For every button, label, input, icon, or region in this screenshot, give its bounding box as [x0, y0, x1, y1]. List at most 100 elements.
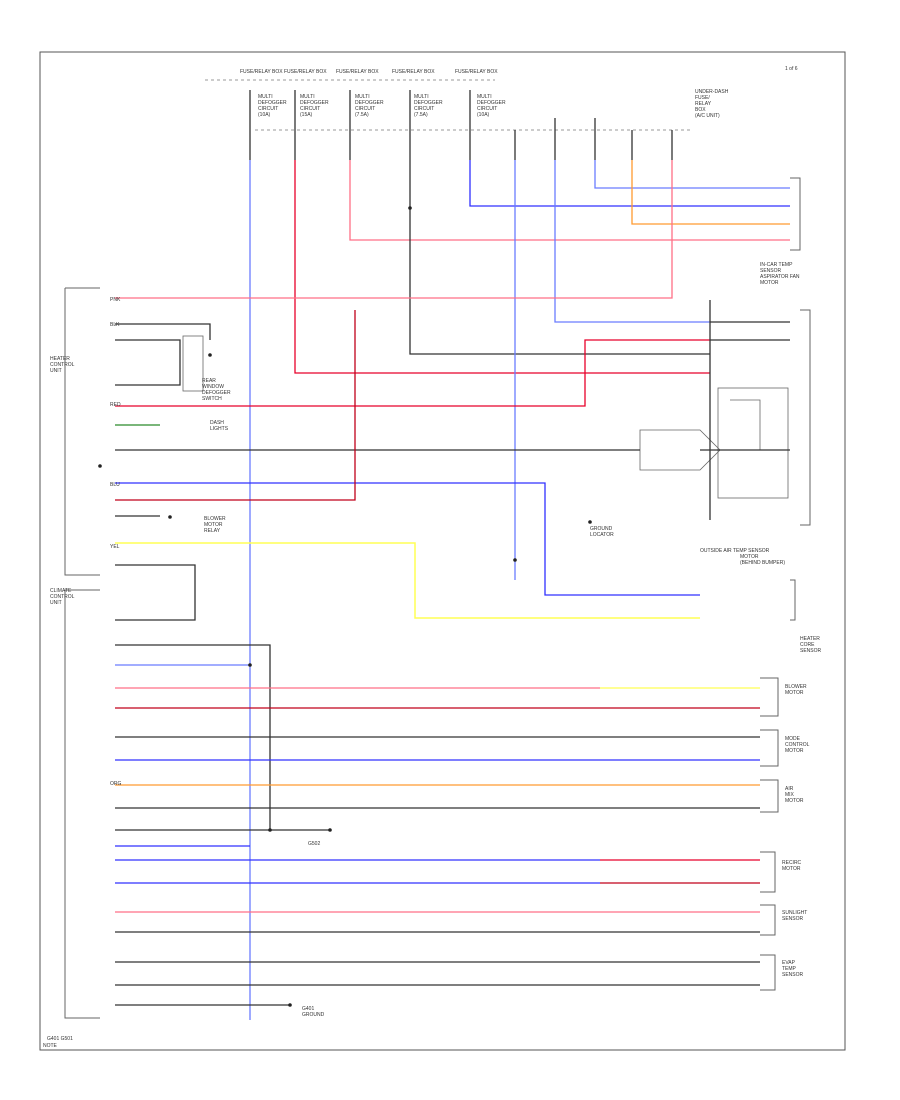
splice-dot	[408, 206, 412, 210]
sensor-line: MODE	[785, 736, 801, 742]
fuse-line: (10A)	[258, 112, 271, 118]
wire-code: YEL	[110, 544, 120, 550]
ground-label: GROUND LOCATOR	[590, 526, 614, 538]
wire-code: RED	[110, 402, 121, 408]
label-line: DASH	[210, 420, 224, 426]
block-line: UNDER-DASH	[695, 89, 729, 95]
fuse-line: CIRCUIT	[477, 106, 497, 112]
right-connector-top-label: IN-CAR TEMP SENSOR ASPIRATOR FAN MOTOR	[760, 262, 800, 286]
left-module-1-label: HEATER	[50, 356, 70, 362]
fuse-line: (7.5A)	[355, 112, 369, 118]
wire-pnk	[115, 160, 673, 299]
label-line: WINDOW	[202, 384, 224, 390]
left-module-1-label: UNIT	[50, 368, 62, 374]
left-module-2-label: UNIT	[50, 600, 62, 606]
sensor-label-air-mix: AIR MIX MOTOR	[785, 786, 804, 804]
fuse-line: MULTI	[258, 94, 273, 100]
sensor-line: SENSOR	[800, 648, 822, 654]
sensor-line: CORE	[800, 642, 815, 648]
label-line: REAR	[202, 378, 216, 384]
connector-line: MOTOR	[760, 280, 779, 286]
sensor-label-recirc: RECIRC MOTOR	[782, 860, 802, 872]
top-fuse: FUSE/RELAY BOX MULTI DEFOGGER CIRCUIT (1…	[240, 69, 287, 118]
defogger-switch-box	[182, 335, 204, 392]
block-line: FUSE/	[695, 95, 710, 101]
bottom-connector-bracket	[790, 579, 796, 621]
connector-line: SENSOR	[760, 268, 782, 274]
top-fuse: FUSE/RELAY BOX MULTI DEFOGGER CIRCUIT (7…	[392, 69, 443, 118]
sensor-line: MOTOR	[785, 748, 804, 754]
dash-light-label: DASH LIGHTS	[210, 420, 229, 432]
label-line: LOCATOR	[590, 532, 614, 538]
wire-blk	[115, 644, 271, 830]
fuse-line: MULTI	[300, 94, 315, 100]
fuse-line: (10A)	[477, 112, 490, 118]
left-module-2-label: CONTROL	[50, 594, 75, 600]
label-line: GROUND	[302, 1012, 325, 1018]
left-module-1-label: CONTROL	[50, 362, 75, 368]
block-line: RELAY	[695, 101, 712, 107]
wire-blu	[554, 160, 710, 323]
sensor-line: SENSOR	[782, 972, 804, 978]
sensor-line: BLOWER	[785, 684, 807, 690]
fuse-line: DEFOGGER	[258, 100, 287, 106]
fuse-line: DEFOGGER	[355, 100, 384, 106]
block-line: (A/C UNIT)	[695, 113, 720, 119]
sensor-label-sunlight: SUNLIGHT SENSOR	[782, 910, 807, 922]
wire-pnk	[349, 160, 790, 241]
sensor-bracket	[760, 904, 776, 936]
fuse-line: CIRCUIT	[355, 106, 375, 112]
fuse-title: FUSE/RELAY BOX	[336, 69, 379, 75]
wire-code: BLK	[110, 322, 120, 328]
wire-code: ORG	[110, 781, 122, 787]
fuse-title: FUSE/RELAY BOX	[455, 69, 498, 75]
sensor-line: AIR	[785, 786, 794, 792]
wire-blk	[409, 160, 710, 355]
top-fuse: FUSE/RELAY BOX MULTI DEFOGGER CIRCUIT (1…	[284, 69, 329, 118]
sensor-label-blower-motor: BLOWER MOTOR	[785, 684, 807, 696]
wire-yel	[115, 542, 700, 619]
right-connector-bracket	[790, 177, 801, 251]
sensor-bracket	[760, 729, 779, 767]
fuse-line: MULTI	[414, 94, 429, 100]
fuse-line: DEFOGGER	[477, 100, 506, 106]
fuse-title: FUSE/RELAY BOX	[392, 69, 435, 75]
fuse-line: (15A)	[300, 112, 313, 118]
wire-red	[115, 339, 710, 407]
fuse-line: CIRCUIT	[300, 106, 320, 112]
sensor-bracket	[760, 851, 776, 893]
left-module-2-outline	[64, 589, 100, 1019]
sensor-line: TEMP	[782, 966, 797, 972]
wire-code: BLU	[110, 482, 120, 488]
splice-dot	[98, 464, 102, 468]
splice-dot	[513, 558, 517, 562]
label-line: LIGHTS	[210, 426, 229, 432]
wire-blu	[594, 160, 790, 189]
connector-line: IN-CAR TEMP	[760, 262, 793, 268]
left-bottom-label: G401 G501	[47, 1036, 73, 1042]
label-line: (BEHIND BUMPER)	[740, 560, 785, 566]
wire-blu	[115, 482, 700, 596]
sensor-bracket	[760, 954, 776, 991]
block-line: BOX	[695, 107, 706, 113]
wire-blu-blk	[469, 160, 790, 207]
sensor-bracket	[760, 677, 779, 717]
fuse-title: FUSE/RELAY BOX	[240, 69, 283, 75]
sensor-line: SUNLIGHT	[782, 910, 807, 916]
sensor-line: SENSOR	[782, 916, 804, 922]
label-line: BLOWER	[204, 516, 226, 522]
wire-code: PNK	[110, 297, 121, 303]
fuse-line: CIRCUIT	[414, 106, 434, 112]
sensor-block-label: OUTSIDE AIR TEMP SENSOR MOTOR (BEHIND BU…	[700, 548, 785, 566]
top-right-block: UNDER-DASH FUSE/ RELAY BOX (A/C UNIT)	[695, 89, 729, 119]
wire-blk	[115, 323, 211, 340]
wire-red	[294, 160, 710, 374]
sensor-line: MOTOR	[782, 866, 801, 872]
defogger-label: REAR WINDOW DEFOGGER SWITCH	[202, 378, 231, 402]
splice-dot	[168, 515, 172, 519]
label-line: DEFOGGER	[202, 390, 231, 396]
sensor-label-evap: EVAP TEMP SENSOR	[782, 960, 804, 978]
fuse-line: (7.5A)	[414, 112, 428, 118]
